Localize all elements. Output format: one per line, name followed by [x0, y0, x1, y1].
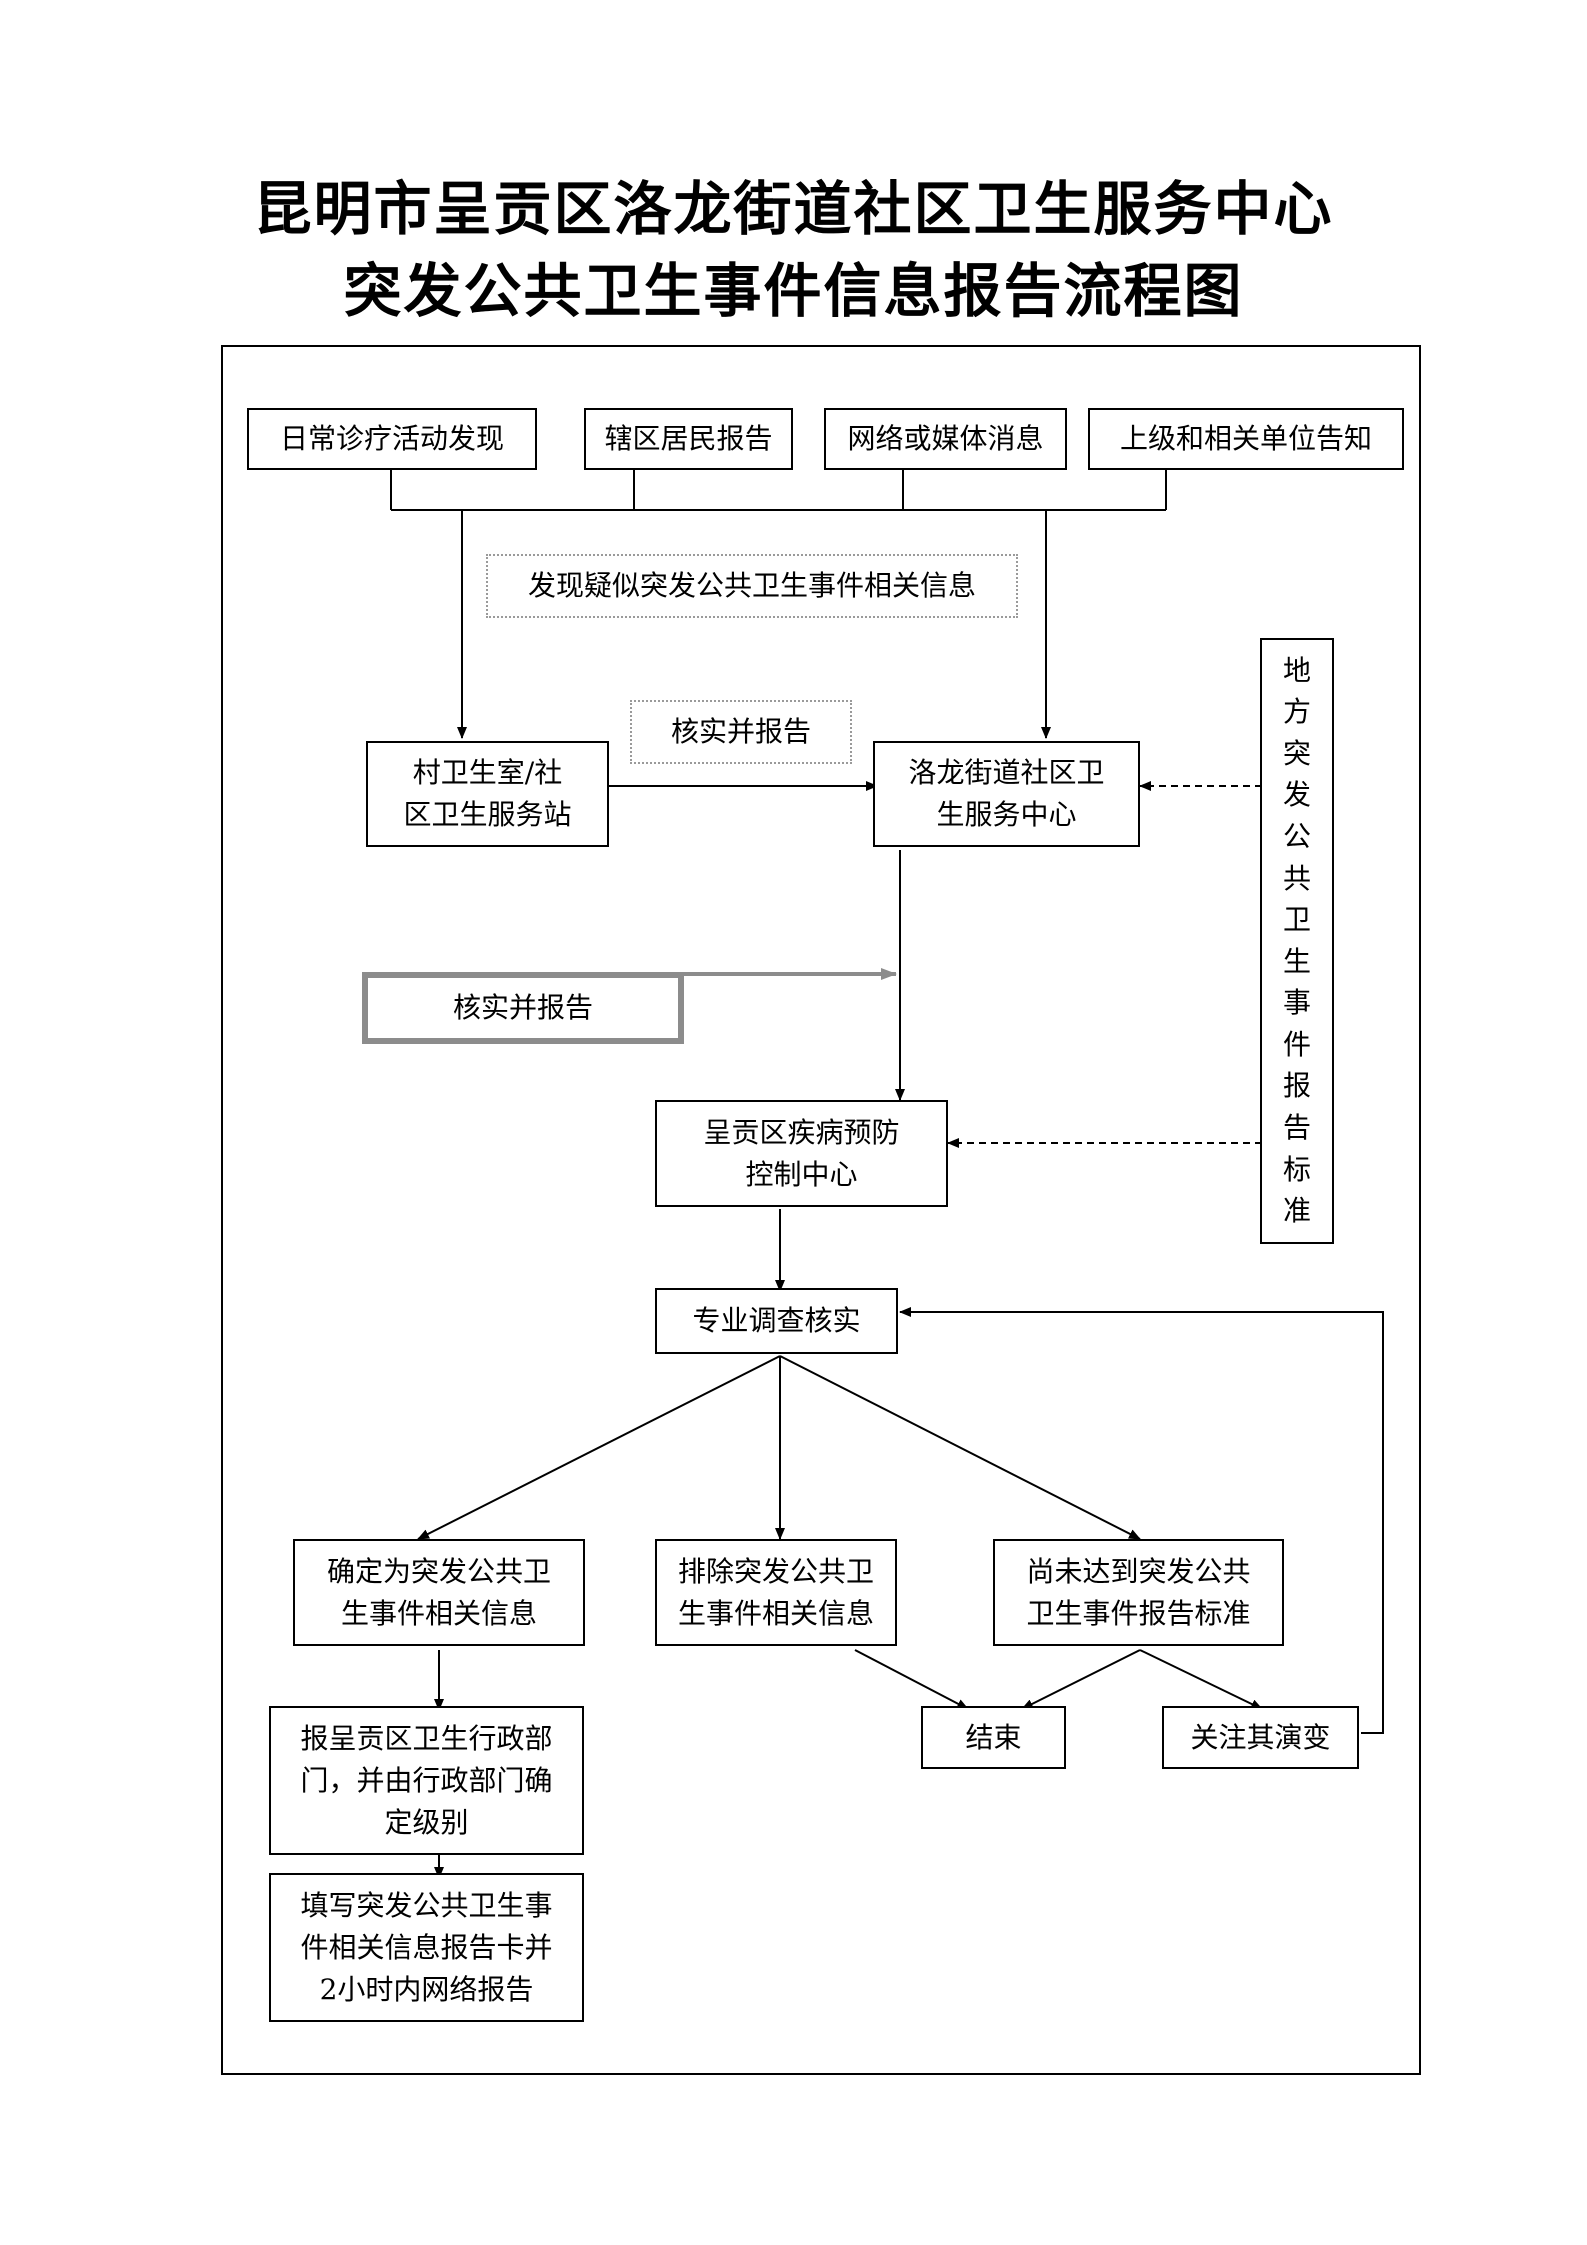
node-village-station: 村卫生室/社区卫生服务站: [366, 741, 609, 847]
arrow-to-not-reached: [779, 1355, 1141, 1540]
source-daily-clinic: 日常诊疗活动发现: [247, 408, 537, 470]
source-network-media: 网络或媒体消息: [824, 408, 1067, 470]
arrow-notreached-to-watch: [1139, 1649, 1263, 1710]
arrow-excluded-to-end: [854, 1649, 969, 1710]
node-fill-report-card: 填写突发公共卫生事件相关信息报告卡并2小时内网络报告: [269, 1873, 584, 2022]
standard-char: 标: [1282, 1152, 1311, 1186]
standard-char: 生: [1282, 944, 1311, 978]
standard-char: 发: [1282, 778, 1311, 812]
diagram-frame: [221, 345, 1421, 2075]
node-street-center: 洛龙街道社区卫生服务中心: [873, 741, 1140, 847]
source-resident-report: 辖区居民报告: [584, 408, 793, 470]
page-title-line-1: 昆明市呈贡区洛龙街道社区卫生服务中心: [253, 175, 1334, 243]
node-verify-report-gray: 核实并报告: [362, 972, 684, 1044]
page-title-line-2: 突发公共卫生事件信息报告流程图: [343, 257, 1244, 325]
standard-char: 共: [1282, 861, 1311, 895]
node-district-cdc: 呈贡区疾病预防控制中心: [655, 1100, 948, 1207]
arrow-watch-loop-back: [899, 1307, 1384, 1734]
standard-char: 突: [1282, 736, 1311, 770]
standard-char: 件: [1282, 1027, 1311, 1061]
source-superior-notice: 上级和相关单位告知: [1088, 408, 1404, 470]
arrow-notreached-to-end: [1021, 1649, 1141, 1710]
standard-char: 准: [1282, 1194, 1311, 1228]
node-watch-evolution: 关注其演变: [1162, 1706, 1359, 1769]
node-report-admin: 报呈贡区卫生行政部门，并由行政部门确定级别: [269, 1706, 584, 1855]
standard-char: 告: [1282, 1110, 1311, 1144]
standard-char: 公: [1282, 820, 1311, 854]
node-investigate: 专业调查核实: [655, 1288, 898, 1354]
side-local-report-standard: 地 方 突 发 公 共 卫 生 事 件 报 告 标 准: [1260, 638, 1334, 1244]
arrow-to-confirmed: [417, 1355, 781, 1540]
node-excluded: 排除突发公共卫生事件相关信息: [655, 1539, 897, 1646]
note-discover-suspected: 发现疑似突发公共卫生事件相关信息: [486, 554, 1018, 618]
node-not-reached: 尚未达到突发公共卫生事件报告标准: [993, 1539, 1284, 1646]
standard-char: 事: [1282, 986, 1311, 1020]
standard-char: 报: [1282, 1069, 1311, 1103]
standard-char: 卫: [1282, 903, 1311, 937]
node-confirmed: 确定为突发公共卫生事件相关信息: [293, 1539, 585, 1646]
note-verify-report: 核实并报告: [630, 700, 852, 764]
standard-char: 地: [1282, 653, 1311, 687]
standard-char: 方: [1282, 695, 1311, 729]
node-end: 结束: [921, 1706, 1066, 1769]
